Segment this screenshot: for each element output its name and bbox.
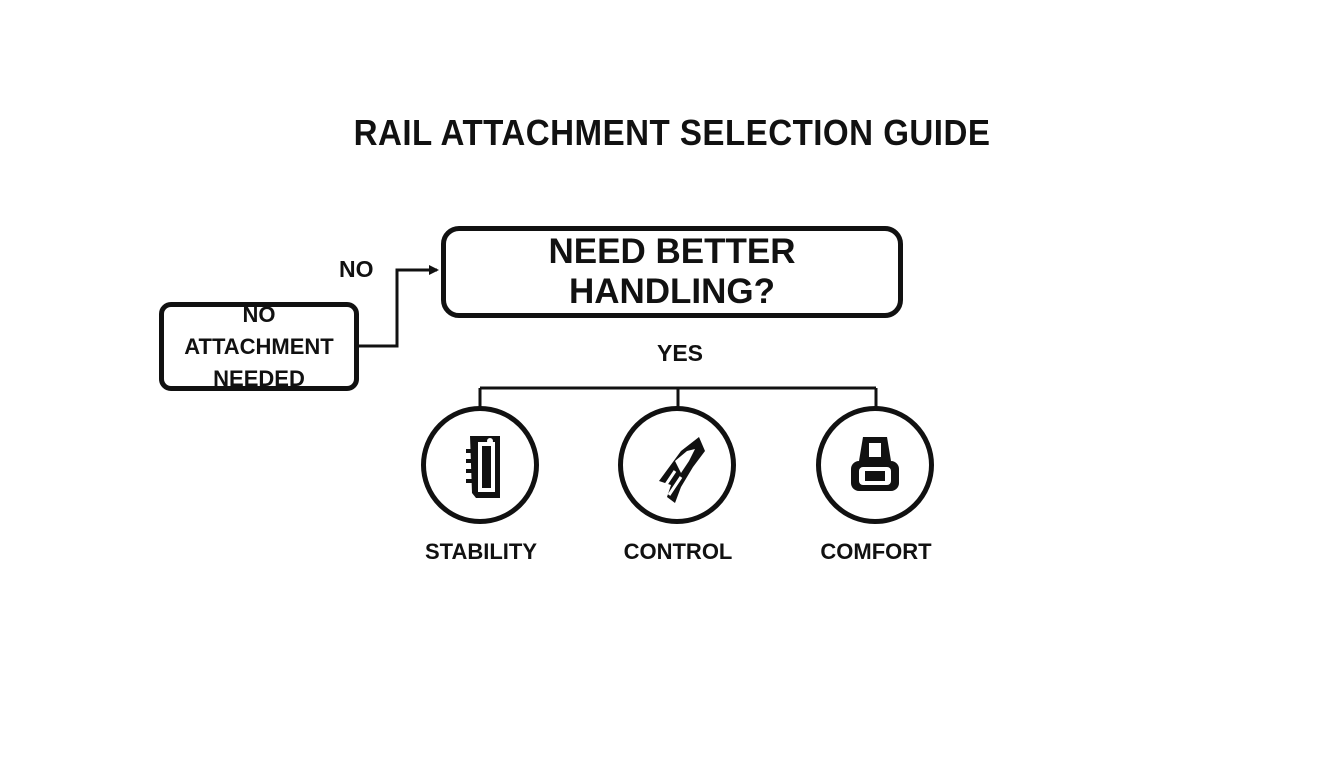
comfort-label: COMFORT — [820, 539, 932, 564]
comfort-option — [816, 406, 934, 524]
yes-label: YES — [657, 340, 704, 366]
no-attachment-text: NO ATTACHMENT NEEDED — [184, 301, 334, 391]
no-branch-arrow — [359, 265, 439, 348]
stability-option — [421, 406, 539, 524]
angled-grip-icon — [659, 437, 705, 503]
handstop-icon — [851, 437, 899, 491]
question-text: NEED BETTER HANDLING? — [548, 232, 796, 311]
diagram-title: RAIL ATTACHMENT SELECTION GUIDE — [353, 112, 991, 153]
no-label: NO — [339, 256, 374, 282]
no-attachment-box: NO ATTACHMENT NEEDED — [159, 302, 359, 391]
question-box: NEED BETTER HANDLING? — [441, 226, 903, 318]
control-option — [618, 406, 736, 524]
vertical-grip-icon — [466, 436, 500, 498]
stability-label: STABILITY — [424, 539, 538, 564]
control-label: CONTROL — [623, 539, 733, 564]
